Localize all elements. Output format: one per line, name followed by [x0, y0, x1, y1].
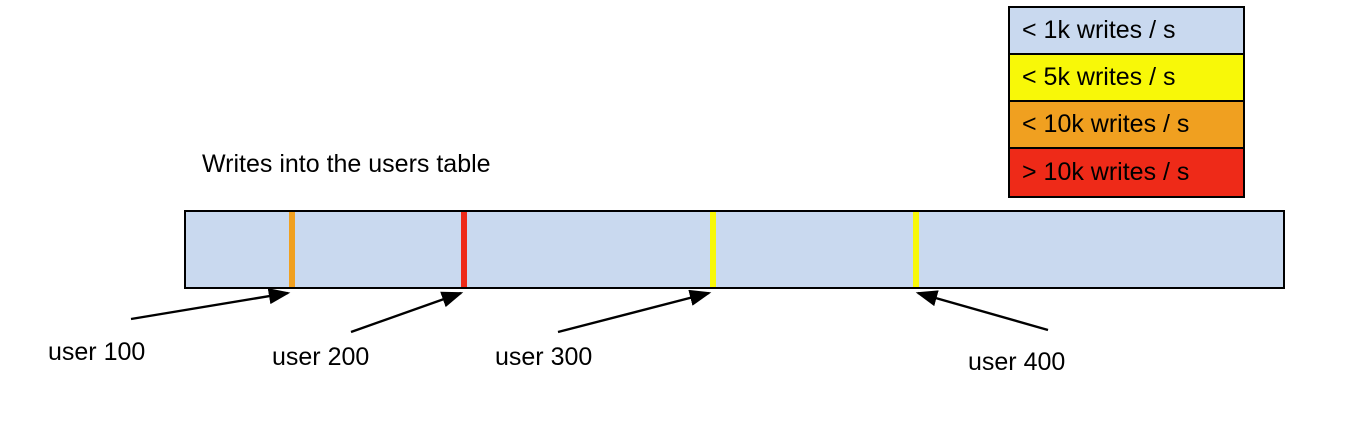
bar-stripe-user-300 — [710, 212, 716, 287]
bar-stripe-user-100 — [289, 212, 295, 287]
annotation-label-user-200: user 200 — [272, 343, 370, 371]
legend: < 1k writes / s < 5k writes / s < 10k wr… — [1008, 6, 1245, 198]
legend-row-under-1k: < 1k writes / s — [1010, 8, 1243, 55]
legend-label-under-5k: < 5k writes / s — [1022, 63, 1176, 91]
legend-row-under-10k: < 10k writes / s — [1010, 102, 1243, 149]
legend-label-under-1k: < 1k writes / s — [1022, 16, 1176, 44]
legend-row-under-5k: < 5k writes / s — [1010, 55, 1243, 102]
arrow-user-300 — [557, 289, 712, 334]
legend-row-over-10k: > 10k writes / s — [1010, 149, 1243, 196]
arrow-user-200 — [350, 291, 464, 334]
annotation-label-user-400: user 400 — [968, 348, 1066, 376]
bar-stripe-user-400 — [913, 212, 919, 287]
arrow-user-100 — [130, 288, 291, 321]
bar-stripe-user-200 — [461, 212, 467, 287]
legend-label-over-10k: > 10k writes / s — [1022, 158, 1190, 186]
chart-title: Writes into the users table — [202, 150, 491, 178]
annotation-label-user-100: user 100 — [48, 338, 146, 366]
legend-label-under-10k: < 10k writes / s — [1022, 110, 1190, 138]
arrow-user-400 — [915, 290, 1049, 332]
users-table-bar — [184, 210, 1285, 289]
annotation-label-user-300: user 300 — [495, 343, 593, 371]
